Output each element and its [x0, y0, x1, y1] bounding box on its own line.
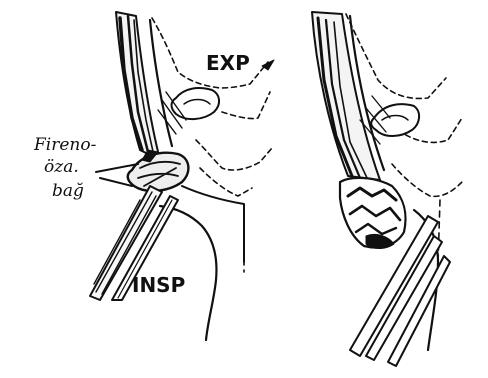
diaphragm-exp-contour-lower — [222, 92, 270, 119]
diaphragm-lower-dashed — [200, 168, 252, 196]
insp-label: INSP — [132, 273, 185, 297]
hiatus-ring-right — [371, 104, 419, 136]
right-diaphragm-dashed-low — [392, 164, 462, 196]
right-panel — [312, 12, 462, 366]
exp-label: EXP — [206, 51, 250, 75]
ligament-knot — [128, 153, 189, 191]
esophagus-tube-right — [312, 12, 380, 180]
ligament-label-line2: öza. — [44, 157, 79, 177]
ligament-label-line1: Fireno- — [33, 135, 97, 155]
diaphragm-inner-dashed — [196, 140, 272, 170]
ligament-label-line3: bağ — [52, 181, 84, 201]
diaphragm-insp-upper — [182, 186, 244, 262]
hiatus-ring-left — [172, 88, 220, 119]
